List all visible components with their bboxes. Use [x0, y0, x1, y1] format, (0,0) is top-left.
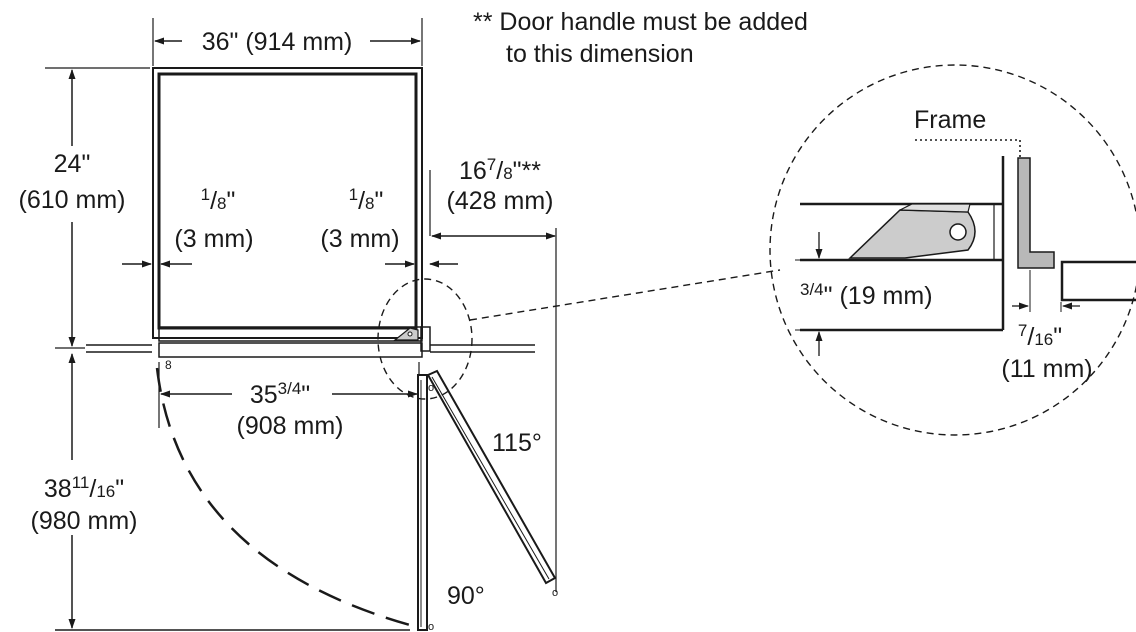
- handle-mark-90: o: [428, 621, 434, 632]
- cabinet: 8: [152, 67, 431, 372]
- note: ** Door handle must be added to this dim…: [473, 8, 808, 68]
- inner-width-dimension: 353/4" (908 mm): [158, 362, 420, 440]
- gap-left-dimension: 1/8" (3 mm): [122, 185, 254, 268]
- gap-right-mm: (3 mm): [320, 225, 399, 253]
- door-depth-in: 167/8"**: [459, 155, 541, 185]
- cabinet-base-strip: [158, 326, 423, 342]
- frame-profile: [1017, 157, 1055, 269]
- gap-left-mm: (3 mm): [174, 225, 253, 253]
- inner-width-in: 353/4": [250, 379, 310, 409]
- hinge-pin-icon: [949, 223, 967, 241]
- hinge-bracket-icon: [899, 203, 971, 213]
- height-dimension: 24" (610 mm): [19, 67, 150, 349]
- gap-left-frac: 1/8": [201, 185, 236, 215]
- hinge-mini-pin-icon: [407, 331, 413, 337]
- cabinet-inner: [157, 72, 418, 330]
- cabinet-front-frame: [420, 326, 431, 352]
- cabinet-door-panel: [158, 342, 423, 358]
- gap-mm-label: (11 mm): [1001, 355, 1092, 383]
- swing-depth-in: 3811/16": [44, 473, 124, 503]
- door-open-115: o: [426, 369, 558, 599]
- gap-frac-label: 7/16": [1018, 321, 1062, 351]
- detail-leader-line: [469, 269, 781, 321]
- frame-leader-line: [915, 139, 1021, 158]
- handle-mark-115: o: [552, 587, 558, 599]
- gap-right-frac: 1/8": [349, 185, 384, 215]
- width-label: 36" (914 mm): [202, 28, 353, 56]
- floor-lines: [55, 344, 535, 631]
- note-line-2: to this dimension: [506, 40, 694, 68]
- cabinet-outer: [152, 67, 423, 339]
- detail-magnified-view: Frame 3/4" (19 mm) 7/16" (11 mm): [769, 64, 1136, 436]
- height-mm-label: (610 mm): [19, 186, 126, 214]
- door-depth-dimension: 167/8"** (428 mm): [429, 155, 557, 592]
- door-swing-arc: [155, 367, 411, 627]
- door-open-90: o o: [417, 374, 434, 632]
- hinge-mark-left: 8: [165, 358, 172, 372]
- note-line-1: ** Door handle must be added: [473, 8, 808, 36]
- gap-right-dimension: 1/8" (3 mm): [320, 185, 458, 268]
- frame-label: Frame: [914, 106, 986, 134]
- door-depth-mm: (428 mm): [447, 187, 554, 215]
- height-in-label: 24": [54, 150, 91, 178]
- detail-source-circle: [377, 278, 473, 400]
- offset-label: 3/4" (19 mm): [800, 280, 933, 310]
- swing-depth-dimension: 3811/16" (980 mm): [31, 353, 138, 629]
- width-dimension: 36" (914 mm): [152, 18, 423, 66]
- angle-115-label: 115°: [492, 429, 542, 457]
- swing-depth-mm: (980 mm): [31, 507, 138, 535]
- hinge-mark-door: o: [428, 382, 434, 394]
- inner-width-mm: (908 mm): [237, 412, 344, 440]
- angle-90-label: 90°: [447, 582, 485, 610]
- hinge-mini-icon: [393, 327, 419, 341]
